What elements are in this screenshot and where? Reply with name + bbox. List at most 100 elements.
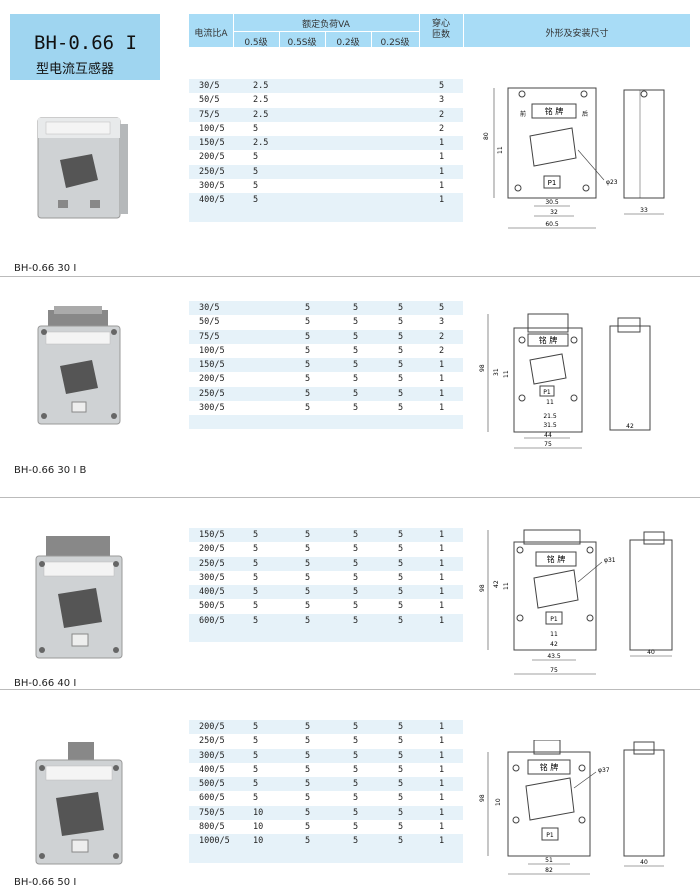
table-cell: 1	[439, 558, 445, 569]
table-cell: 5	[253, 195, 259, 206]
table-cell: 1	[439, 836, 445, 847]
table-cell: 5	[439, 303, 445, 313]
table-cell: 5	[353, 317, 359, 328]
terminal-label: P1	[546, 832, 554, 839]
table-cell: 5	[353, 807, 359, 818]
divider	[0, 497, 700, 498]
table-cell: 5	[353, 544, 359, 555]
table-row: 100/5 5 2	[189, 122, 463, 136]
dim-w0: 11	[546, 399, 554, 406]
dim-w1: 21.5	[543, 413, 557, 420]
table-cell: 50/5	[199, 317, 220, 328]
table-cell: 5	[305, 530, 311, 540]
table-cell: 5	[253, 615, 259, 626]
table-cell: 1	[439, 601, 445, 612]
table-cell: 1	[439, 360, 445, 371]
table-cell: 1	[439, 822, 445, 833]
back-label: 后	[582, 110, 588, 118]
table-cell: 5	[353, 530, 359, 540]
table-cell: 5	[305, 360, 311, 371]
table-cell: 5	[305, 558, 311, 569]
table-cell: 2.5	[253, 81, 269, 91]
dim-h: 80	[483, 132, 490, 140]
table-cell: 10	[253, 836, 264, 847]
table-cell: 5	[353, 303, 359, 313]
table-cell: 5	[398, 530, 404, 540]
table-cell: 5	[305, 793, 311, 804]
table-cell: 5	[398, 558, 404, 569]
table-cell: 5	[398, 750, 404, 761]
table-cell: 5	[353, 779, 359, 790]
table-cell: 30/5	[199, 81, 220, 91]
table-footer-band	[189, 207, 463, 222]
table-cell: 250/5	[199, 558, 225, 569]
front-label: 前	[520, 110, 526, 118]
table-cell: 5	[305, 374, 311, 385]
table-cell: 5	[353, 601, 359, 612]
table-cell: 2.5	[253, 109, 269, 120]
table-cell: 5	[253, 123, 259, 134]
table-cell: 5	[439, 81, 445, 91]
table-cell: 2	[439, 123, 445, 134]
table-cell: 5	[398, 779, 404, 790]
header-class-02: 0.2级	[336, 38, 360, 48]
model-label: BH-0.66 30 I B	[14, 465, 87, 476]
table-cell: 200/5	[199, 374, 225, 385]
terminal-label: P1	[548, 179, 557, 187]
table-cell: 5	[398, 572, 404, 583]
table-cell: 5	[305, 331, 311, 342]
table-cell: 5	[398, 345, 404, 356]
table-cell: 5	[253, 152, 259, 163]
table-cell: 5	[353, 736, 359, 747]
dim-depth: 42	[626, 423, 634, 430]
table-cell: 100/5	[199, 123, 225, 134]
table-cell: 1	[439, 152, 445, 163]
dim-depth: 40	[640, 859, 648, 866]
table-cell: 5	[398, 544, 404, 555]
table-cell: 5	[398, 317, 404, 328]
table-cell: 5	[353, 572, 359, 583]
table-cell: 5	[353, 722, 359, 732]
table-cell: 400/5	[199, 764, 225, 775]
table-cell: 250/5	[199, 736, 225, 747]
table-cell: 1	[439, 388, 445, 399]
table-cell: 5	[305, 822, 311, 833]
table-cell: 5	[305, 303, 311, 313]
table-cell: 5	[305, 807, 311, 818]
table-cell: 5	[353, 403, 359, 414]
table-cell: 1	[439, 544, 445, 555]
dim-w4: 75	[544, 441, 552, 448]
table-cell: 5	[305, 750, 311, 761]
table-cell: 2.5	[253, 138, 269, 149]
table-cell: 5	[305, 615, 311, 626]
table-cell: 5	[253, 764, 259, 775]
dim-w2: 82	[545, 867, 553, 874]
dim-hole: φ31	[604, 557, 616, 564]
table-cell: 1	[439, 403, 445, 414]
header-class-05: 0.5级	[244, 38, 268, 48]
dim-h2: 11	[497, 146, 504, 154]
table-cell: 200/5	[199, 544, 225, 555]
divider	[0, 276, 700, 277]
dimension-drawing: 铭 牌 前 后 P1 80 11 φ23 30.5 32 60.5 33	[483, 87, 665, 229]
dim-h2: 10	[495, 798, 502, 806]
table-cell: 5	[253, 601, 259, 612]
model-label: BH-0.66 40 I	[14, 678, 77, 689]
table-cell: 5	[398, 807, 404, 818]
table-cell: 5	[398, 374, 404, 385]
table-cell: 1	[439, 181, 445, 192]
table-cell: 5	[253, 722, 259, 732]
table-footer-band	[189, 848, 463, 863]
table-cell: 300/5	[199, 750, 225, 761]
